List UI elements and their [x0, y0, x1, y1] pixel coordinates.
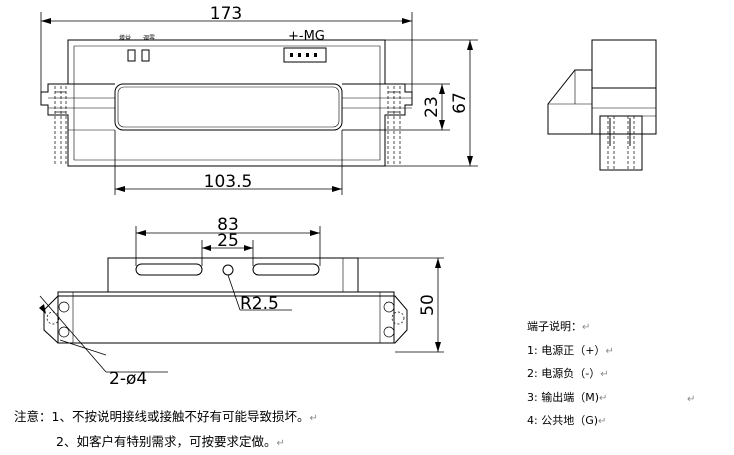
slot-right	[252, 263, 320, 276]
note-1: 注意：1、不按说明接线或接触不好有可能导致损坏。↵	[14, 409, 318, 424]
radius-label: R2.5	[240, 294, 279, 314]
window-dimension-label: 23	[422, 96, 442, 118]
notes: 注意：1、不按说明接线或接触不好有可能导致损坏。↵ 2、如客户有特别需求，可按要…	[14, 405, 318, 455]
slot-span-dimension-label: 83	[217, 215, 239, 235]
connector-label: +-MG	[288, 29, 325, 44]
hole-label: 2-ø4	[109, 369, 147, 389]
slot-left	[135, 263, 203, 276]
slot-gap-dimension-label: 25	[217, 231, 239, 251]
width-dimension-label: 173	[210, 4, 242, 24]
connector-icon	[283, 47, 327, 63]
legend-item: 3: 输出端（M)↵	[527, 390, 608, 404]
note-2: 2、如客户有特别需求，可按要求定做。↵	[56, 434, 285, 449]
legend-item: 4: 公共地（G)↵	[527, 414, 607, 427]
pot-label-zero: 调零	[143, 34, 155, 42]
legend-item: 1: 电源正（+）↵	[527, 343, 614, 357]
legend-title: 端子说明：↵	[527, 320, 591, 333]
top-view: 173 增益 调零	[40, 4, 478, 195]
terminal-legend: 端子说明：↵ 1: 电源正（+）↵ 2: 电源负（-）↵ 3: 输出端（M)↵ …	[527, 316, 614, 434]
zero-pot-icon	[141, 49, 150, 62]
side-view	[547, 39, 657, 171]
pot-label-gain: 增益	[119, 34, 131, 42]
inner-width-dimension-label: 103.5	[204, 172, 253, 192]
height-dimension-label: 67	[450, 92, 470, 114]
bottom-view: 83 25 R2.5 2-ø4	[39, 215, 444, 389]
bottom-height-dimension-label: 50	[418, 294, 438, 316]
center-hole	[222, 264, 234, 276]
gain-pot-icon	[127, 49, 136, 62]
stray-return-mark: ↵	[687, 394, 696, 405]
legend-item: 2: 电源负（-）↵	[527, 367, 609, 380]
